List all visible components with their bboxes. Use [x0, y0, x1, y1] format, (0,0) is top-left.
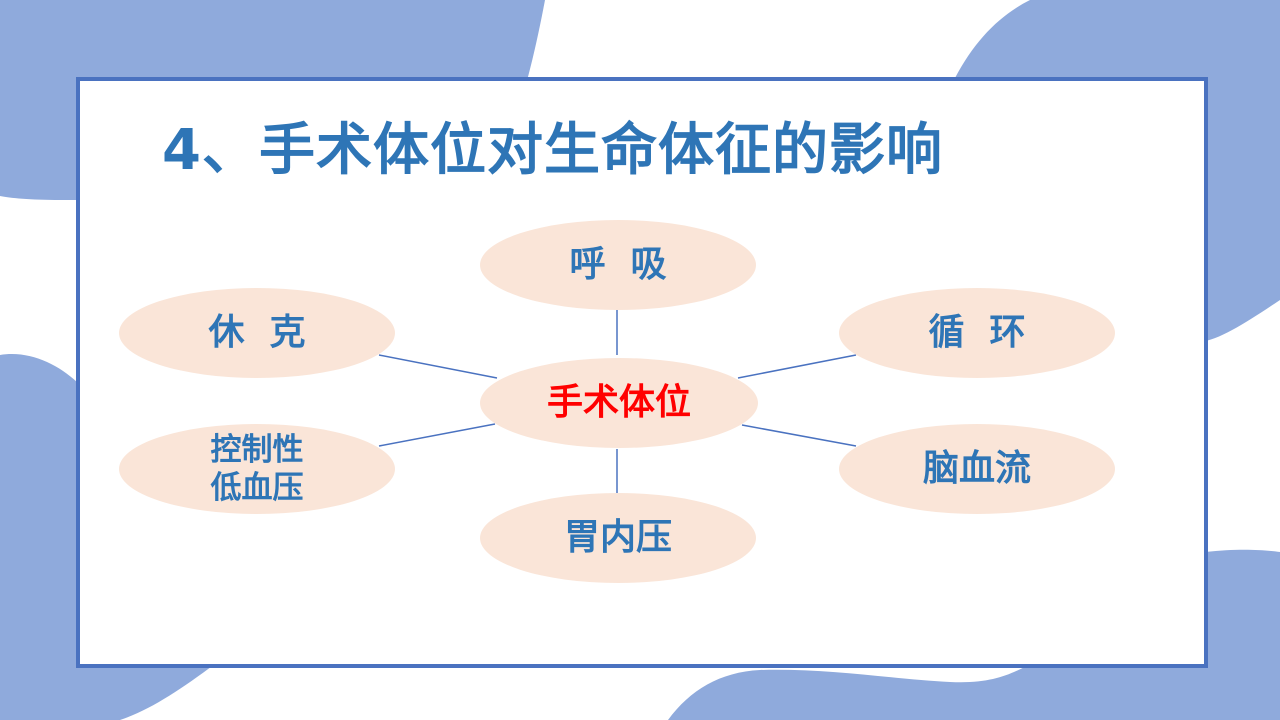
blob-top-right [955, 0, 1280, 342]
center-node-label: 手术体位 [546, 382, 691, 423]
node-label: 控制性 低血压 [210, 432, 304, 506]
center-node: 手术体位 [480, 358, 758, 448]
node-label: 休 克 [208, 312, 306, 353]
node-controlled-hypotension: 控制性 低血压 [119, 424, 395, 514]
node-shock: 休 克 [119, 288, 395, 378]
slide-title: 4、手术体位对生命体征的影响 [162, 118, 943, 183]
node-breathing: 呼 吸 [480, 220, 756, 310]
node-cerebral-blood-flow: 脑血流 [839, 424, 1115, 514]
node-label: 脑血流 [922, 448, 1031, 489]
node-label: 循 环 [928, 312, 1026, 353]
blob-bottom-right [668, 549, 1280, 720]
blob-left-bottom [0, 354, 215, 720]
node-intragastric-pressure: 胃内压 [480, 493, 756, 583]
node-circulation: 循 环 [839, 288, 1115, 378]
node-label: 呼 吸 [569, 244, 667, 285]
node-label: 胃内压 [563, 517, 672, 558]
